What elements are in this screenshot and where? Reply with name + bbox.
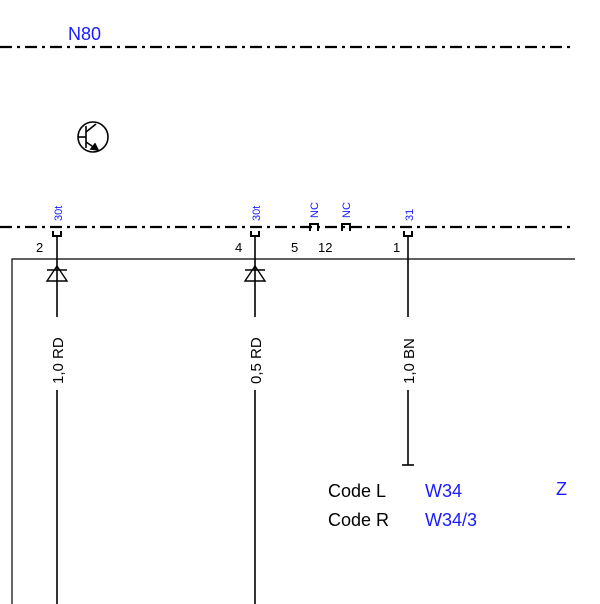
terminal-label: NC [341, 202, 353, 218]
pin-bracket [250, 231, 260, 237]
code-label: Code L [328, 481, 386, 501]
code-label: Code R [328, 510, 389, 530]
wire-label: 1,0 BN [401, 338, 418, 384]
terminal-label: 31 [404, 209, 416, 221]
wire-2 [243, 236, 267, 604]
terminal-label: NC [309, 202, 321, 218]
terminal-label: 30t [53, 206, 65, 221]
pin-brackets [52, 223, 413, 237]
pin-number: 12 [318, 240, 332, 255]
pin-number: 4 [235, 240, 242, 255]
pin-bracket [403, 231, 413, 237]
transistor-icon [77, 121, 109, 153]
wire-1 [45, 236, 69, 604]
pin-bracket [52, 231, 62, 237]
code-value: W34 [425, 481, 462, 501]
component-frame [11, 258, 575, 604]
pin-bracket [309, 223, 319, 231]
terminal-label: 30t [251, 206, 263, 221]
pin-number: 5 [291, 240, 298, 255]
module-label: N80 [68, 24, 101, 44]
wire-label: 0,5 RD [248, 337, 265, 384]
reference-link[interactable]: Z [556, 479, 567, 499]
wire-label: 1,0 RD [50, 337, 67, 384]
code-value: W34/3 [425, 510, 477, 530]
pin-number: 1 [393, 240, 400, 255]
wire-3 [402, 236, 414, 466]
pin-bracket [341, 223, 351, 231]
pin-number: 2 [36, 240, 43, 255]
